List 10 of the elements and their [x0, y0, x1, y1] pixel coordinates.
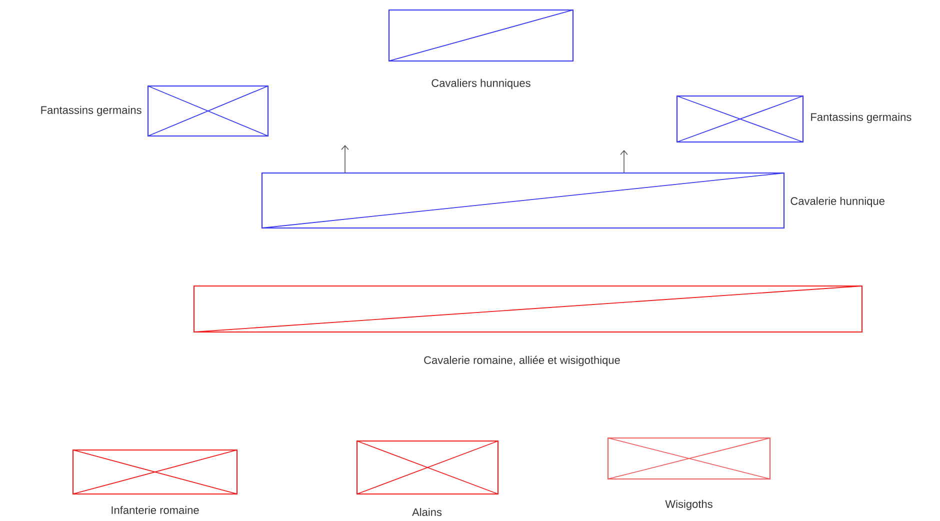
unit-label: Cavalerie hunnique — [790, 196, 884, 208]
arrow — [341, 145, 349, 174]
unit-label: Wisigoths — [665, 500, 712, 510]
unit-label: Fantassins germains — [41, 106, 142, 116]
unit-label: Alains — [412, 508, 442, 516]
unit-label: Cavalerie romaine, alliée et wisigothique — [424, 356, 620, 366]
arrow — [620, 150, 628, 174]
unit-label: Fantassins germains — [811, 112, 912, 124]
unit-label: Infanterie romaine — [112, 506, 199, 514]
unit-label: Cavaliers hunniques — [432, 78, 530, 90]
